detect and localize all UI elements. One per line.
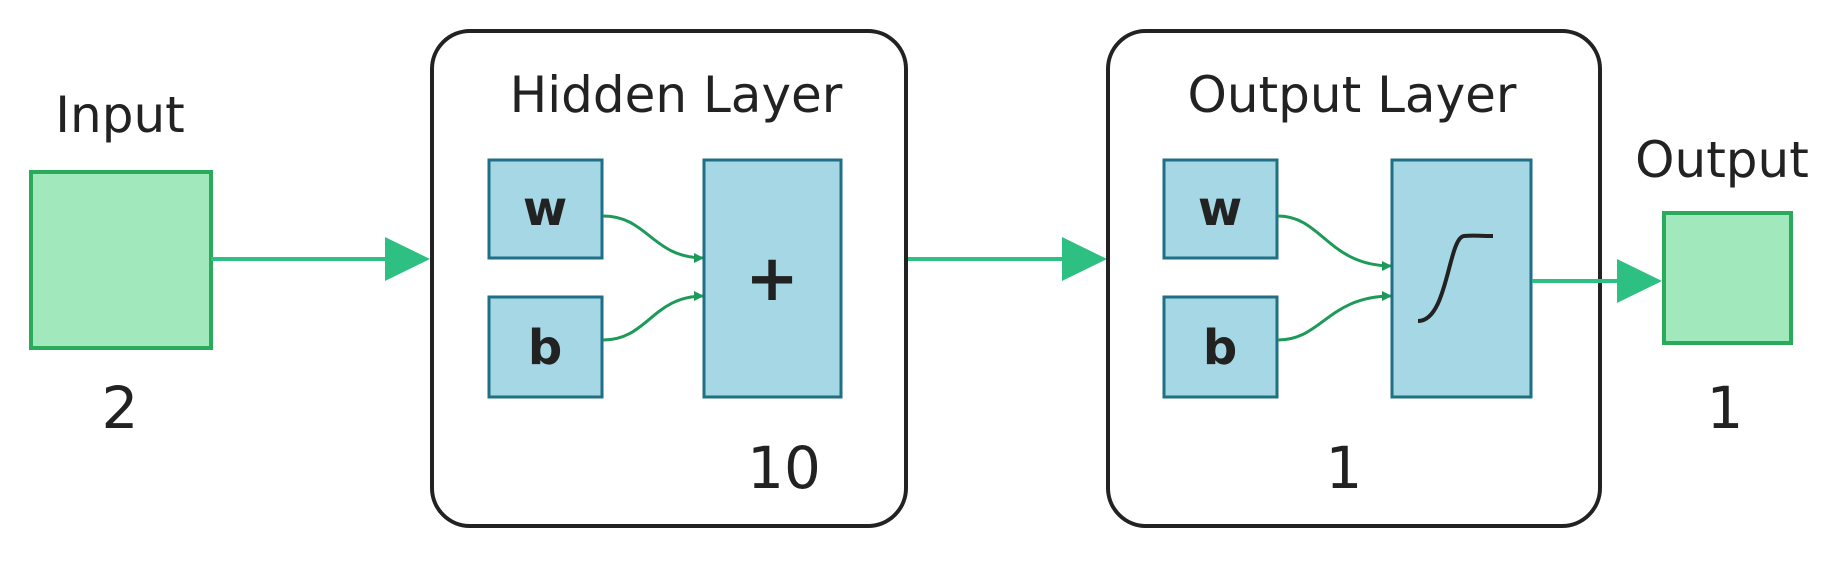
input-node: Input 2	[29, 86, 213, 442]
hidden-layer-box	[430, 29, 908, 528]
hidden-bias-box	[487, 295, 604, 399]
hidden-weight-label: w	[523, 181, 567, 237]
add-icon: +	[745, 242, 799, 316]
output-layer: Output Layer w b 1	[1106, 29, 1602, 528]
output-activation-box	[1390, 158, 1533, 399]
hidden-weight-box	[487, 158, 604, 260]
input-size: 2	[102, 374, 139, 442]
output-box	[1662, 211, 1793, 345]
hidden-bias-label: b	[528, 320, 562, 376]
output-weight-box	[1162, 158, 1279, 260]
arrowhead-hidden-to-output	[1062, 237, 1107, 281]
hidden-sum-box	[702, 158, 843, 399]
output-layer-title: Output Layer	[1188, 66, 1517, 124]
output-bias-label: b	[1203, 320, 1237, 376]
output-weight-label: w	[1198, 181, 1242, 237]
output-bias-box	[1162, 295, 1279, 399]
arrowhead-layer-to-output	[1617, 259, 1662, 303]
arrowhead-input-to-hidden	[385, 237, 430, 281]
output-weight-curve	[1277, 214, 1393, 271]
output-layer-box	[1106, 29, 1602, 528]
output-node: Output 1	[1635, 131, 1809, 442]
input-title: Input	[55, 86, 184, 144]
input-box	[29, 170, 213, 350]
hidden-weight-curve	[602, 214, 705, 263]
output-size: 1	[1707, 374, 1744, 442]
hidden-layer-units: 10	[747, 434, 821, 502]
output-title: Output	[1635, 131, 1809, 189]
output-layer-units: 1	[1326, 434, 1363, 502]
hidden-layer: Hidden Layer w b + 10	[430, 29, 908, 528]
output-bias-curve	[1277, 291, 1393, 342]
sigmoid-icon	[1417, 233, 1494, 323]
hidden-layer-title: Hidden Layer	[510, 66, 843, 124]
hidden-bias-curve	[602, 291, 705, 342]
